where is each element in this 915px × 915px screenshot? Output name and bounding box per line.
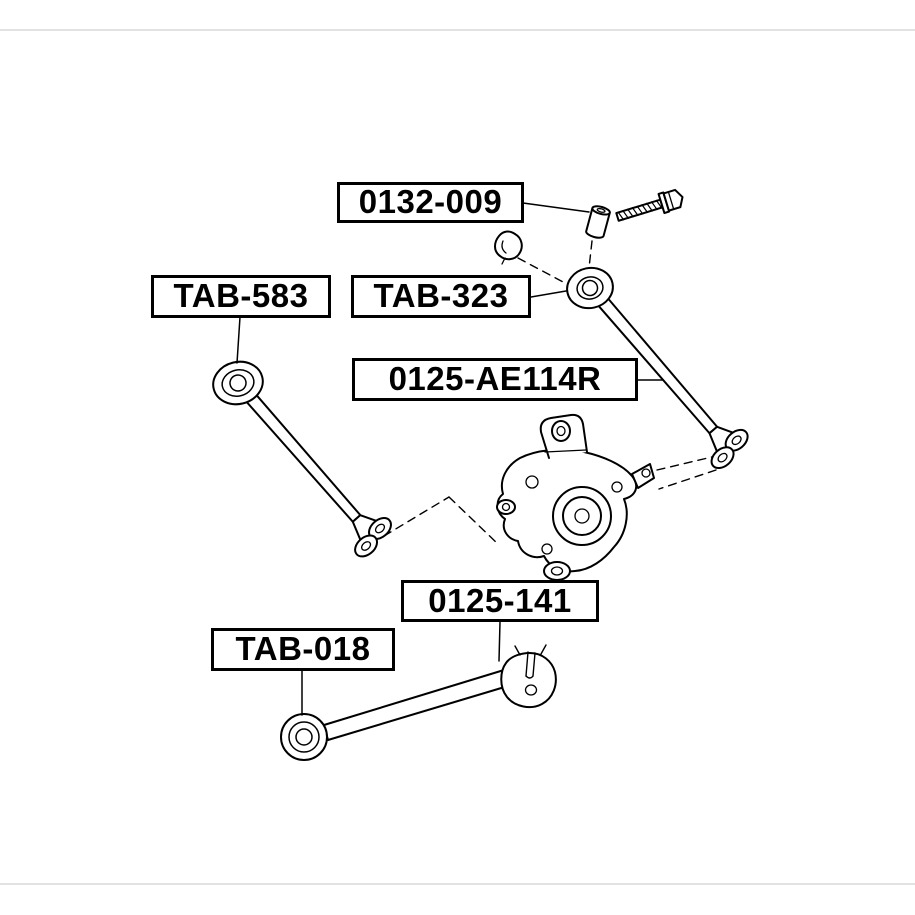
part-label-0132-009: 0132-009 [337, 182, 524, 223]
bushing-tab583-drawing [212, 360, 264, 406]
bushing-tab018-drawing [280, 713, 328, 761]
part-label-tab-018: TAB-018 [211, 628, 395, 671]
part-label-0125-141: 0125-141 [401, 580, 599, 622]
leader-lines [236, 202, 664, 716]
rod-tab583-arm-drawing [243, 390, 392, 558]
bushing-tab323-drawing [566, 266, 614, 310]
part-label-tab-583: TAB-583 [151, 275, 331, 318]
assembly-dashed-lines [383, 240, 717, 546]
part-label-0125-ae114r: 0125-AE114R [352, 358, 638, 401]
retainer-clip-drawing [494, 230, 523, 265]
bolt-sleeve-drawing [585, 205, 611, 239]
frame-lines [0, 29, 915, 885]
part-label-tab-323: TAB-323 [351, 275, 531, 318]
rod-0125-ae114r-drawing [596, 296, 749, 470]
knuckle-drawing [496, 413, 655, 581]
camber-bolt-drawing [615, 188, 684, 222]
